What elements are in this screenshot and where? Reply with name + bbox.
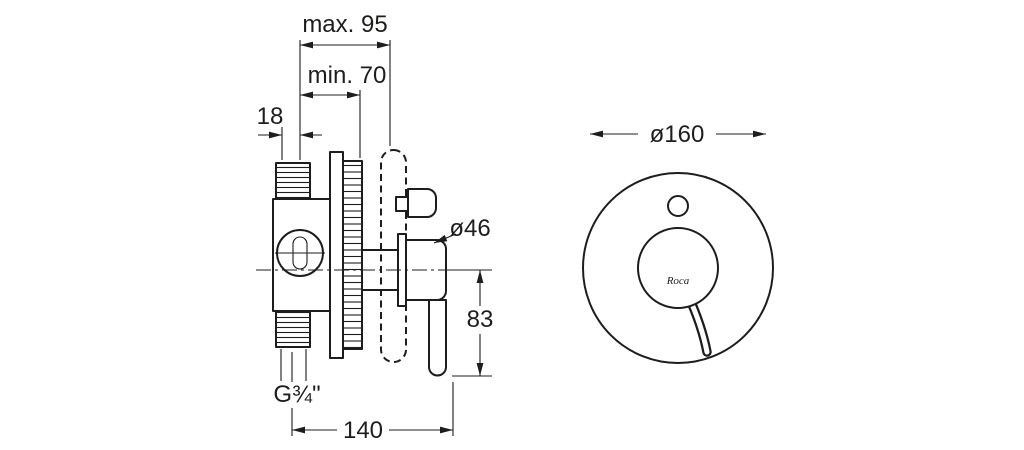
dim-label-140: 140 — [343, 417, 383, 444]
escutcheon-plate-circle — [582, 172, 774, 364]
leader-line — [433, 233, 457, 244]
mounting-plate — [329, 151, 344, 359]
escutcheon-dashed-outline — [380, 149, 407, 363]
label-mask — [337, 416, 389, 442]
side-view: max. 95 min. 70 18 ø46 83 — [256, 11, 496, 444]
brand-logo-text: Roca — [666, 275, 690, 287]
label-mask — [464, 306, 496, 334]
handle-lever-side — [428, 299, 447, 377]
dim-label-min70: min. 70 — [308, 62, 387, 89]
label-mask — [638, 116, 716, 148]
diverter-knob — [395, 188, 437, 218]
callout-thread: G¾" — [266, 349, 328, 408]
dim-min-70: min. 70 — [300, 62, 386, 158]
diverter-button-circle — [667, 195, 689, 217]
diverter-knob-head — [407, 188, 437, 218]
dim-18: 18 — [257, 103, 322, 160]
dim-label-83: 83 — [467, 306, 494, 333]
dim-label-18: 18 — [257, 103, 284, 130]
handle-hub-circle — [637, 227, 719, 309]
label-mask — [266, 382, 328, 408]
dim-label-dia160: ø160 — [650, 121, 705, 148]
depth-adjust-sleeve — [342, 160, 363, 350]
dim-140: 140 — [291, 352, 454, 444]
dim-dia-160: ø160 — [590, 116, 766, 148]
dim-83: 83 — [452, 269, 496, 377]
front-view: Roca ø160 — [582, 116, 774, 364]
bottom-inlet-thread — [275, 310, 311, 348]
top-inlet-thread — [275, 162, 311, 200]
dim-dia-46: ø46 — [433, 215, 491, 244]
dim-max-95: max. 95 — [299, 11, 391, 160]
valve-body — [272, 162, 331, 348]
dim-label-max95: max. 95 — [302, 11, 387, 38]
diverter-knob-neck — [395, 196, 409, 212]
dim-label-dia46: ø46 — [449, 215, 490, 242]
dim-label-thread: G¾" — [273, 381, 320, 408]
